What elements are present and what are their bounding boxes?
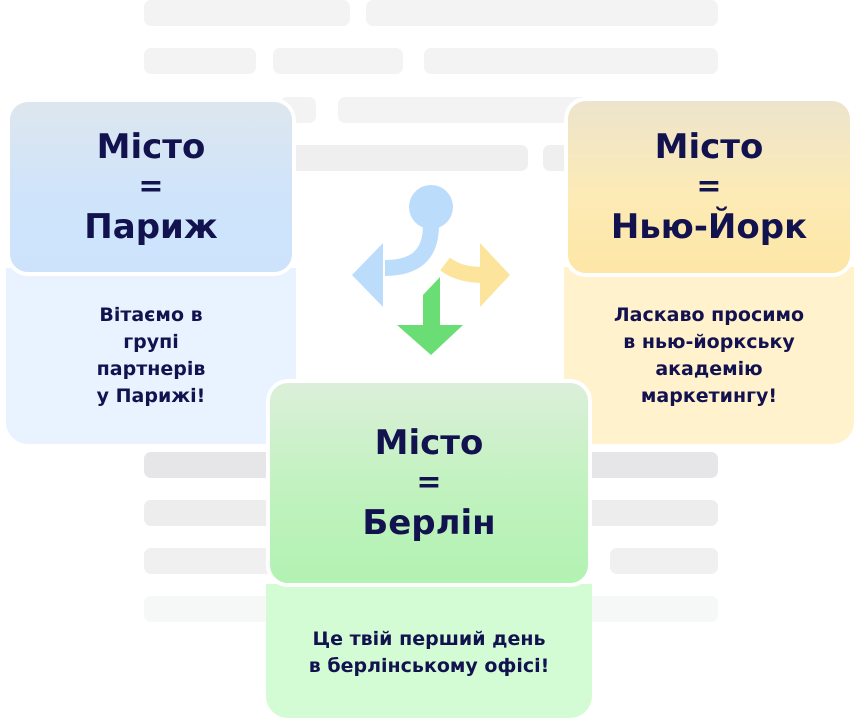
message-line: групі — [123, 331, 179, 353]
arrow-left-head — [352, 243, 383, 307]
branching-arrows-icon — [352, 185, 510, 355]
condition-label: Місто — [374, 423, 484, 463]
message-line: академію — [655, 357, 763, 380]
message-line: партнерів — [96, 358, 206, 380]
city-card-berlin: Це твій перший день в берлінському офісі… — [266, 379, 592, 718]
message-line: маркетингу! — [640, 384, 778, 407]
arrow-right-yellow — [440, 257, 486, 283]
equals-sign: = — [138, 169, 164, 204]
message-line: Це твій перший день — [312, 628, 546, 650]
equals-sign: = — [696, 169, 722, 204]
message-line: в нью-йоркську — [623, 330, 795, 353]
card-header: Місто = Париж — [6, 98, 296, 276]
message-line: Ласкаво просимо — [613, 303, 805, 326]
arrow-right-head — [480, 243, 510, 307]
city-card-new-york: Ласкаво просимо в нью-йоркську академію … — [564, 97, 854, 444]
message-line: Вітаємо в — [99, 304, 203, 326]
condition-label: Місто — [654, 127, 764, 167]
city-card-paris: Вітаємо в групі партнерів у Парижі! Міст… — [6, 98, 296, 444]
placeholder-bar — [280, 145, 528, 171]
arrow-left-blue — [384, 224, 439, 276]
message-line: в берлінському офісі! — [308, 655, 550, 677]
city-name: Берлін — [362, 503, 496, 543]
placeholder-bar — [144, 48, 256, 74]
card-header: Місто = Нью-Йорк — [564, 97, 854, 277]
arrow-origin-dot — [409, 185, 453, 229]
city-name: Нью-Йорк — [610, 207, 808, 247]
arrow-down-green — [397, 277, 463, 355]
equals-sign: = — [416, 465, 442, 500]
card-message: Вітаємо в групі партнерів у Парижі! — [6, 268, 296, 444]
city-name: Париж — [84, 207, 218, 247]
placeholder-bar — [424, 48, 718, 74]
card-message: Це твій перший день в берлінському офісі… — [266, 584, 592, 718]
placeholder-bar — [144, 0, 350, 26]
card-message: Ласкаво просимо в нью-йоркську академію … — [564, 267, 854, 444]
placeholder-bar — [610, 548, 718, 574]
placeholder-bar — [366, 0, 718, 26]
message-line: у Парижі! — [96, 385, 206, 407]
card-header: Місто = Берлін — [266, 379, 592, 587]
placeholder-bar — [273, 48, 403, 74]
condition-label: Місто — [96, 127, 206, 167]
